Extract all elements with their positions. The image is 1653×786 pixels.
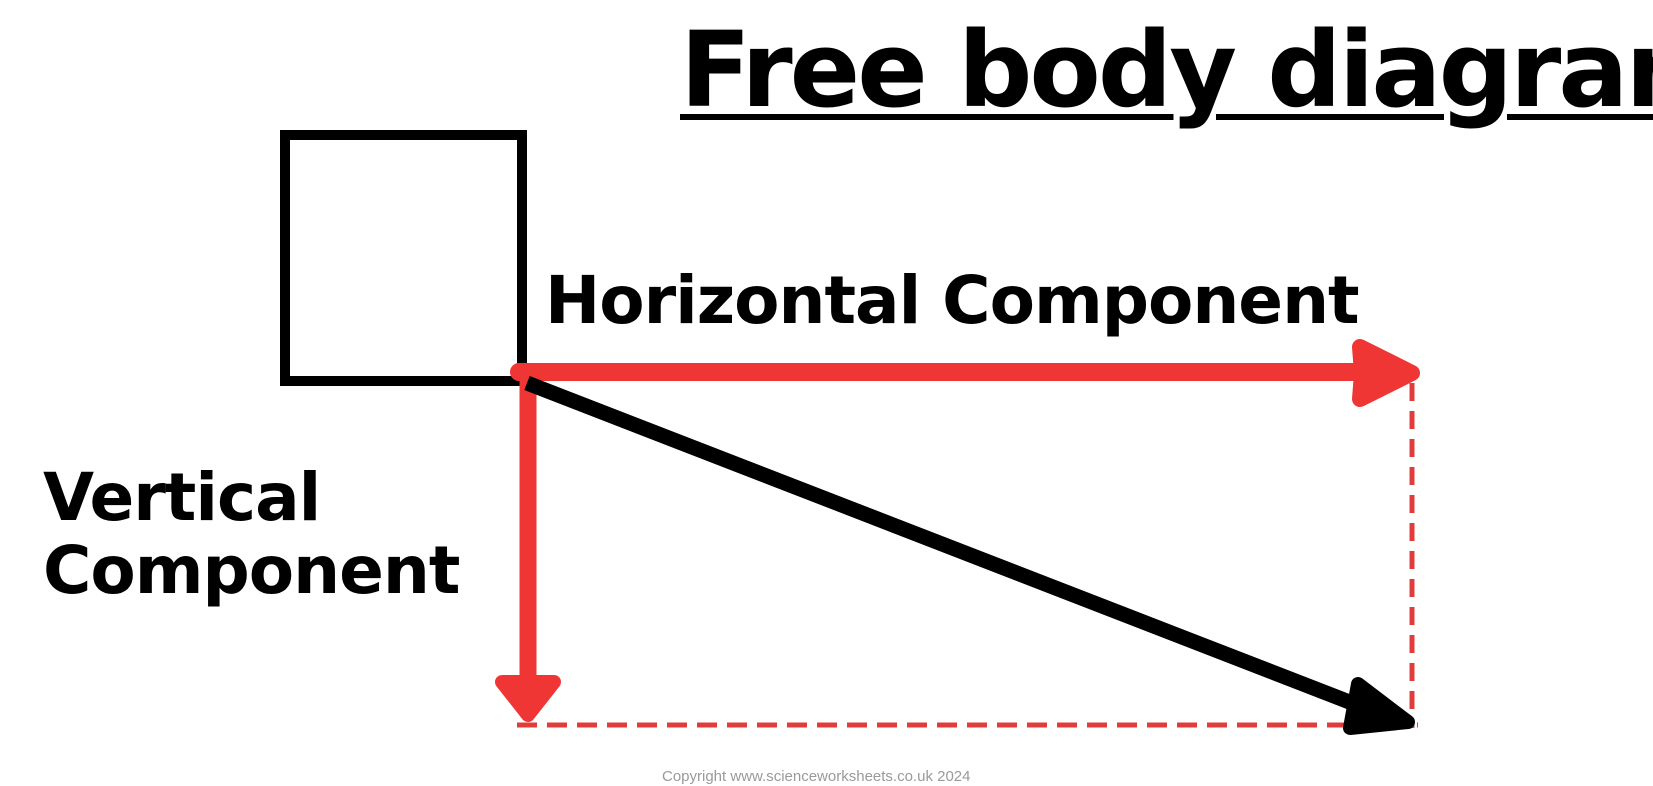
horizontal-arrowhead (1352, 339, 1420, 407)
resultant-arrowhead (1343, 677, 1415, 735)
vertical-component-label: Vertical Component (43, 459, 460, 609)
copyright-notice: Copyright www.scienceworksheets.co.uk 20… (662, 768, 971, 785)
vertical-component-label-line2: Component (43, 531, 460, 609)
resultant-force-arrow (524, 376, 1373, 717)
vertical-component-label-line1: Vertical (43, 459, 321, 536)
page-title: Free body diagram (680, 9, 1653, 131)
vertical-arrowhead (495, 675, 561, 722)
horizontal-component-label: Horizontal Component (545, 262, 1360, 339)
object-box (280, 130, 527, 386)
